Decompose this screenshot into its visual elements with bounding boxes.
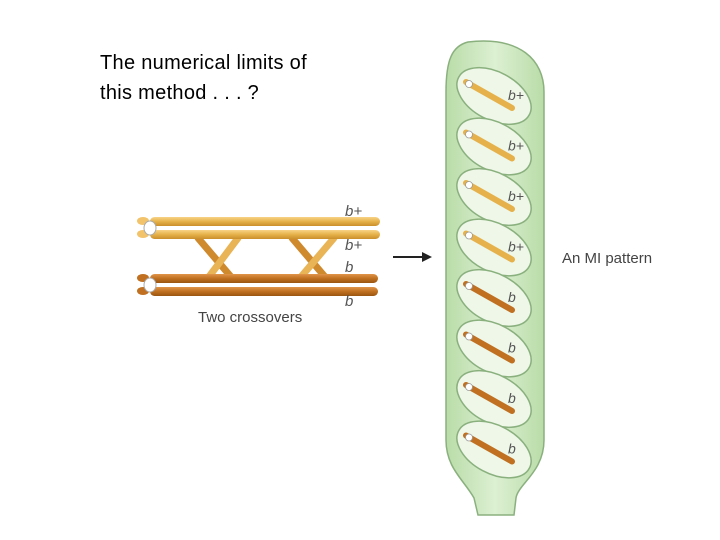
centromere-bottom bbox=[143, 277, 157, 293]
ascospore-8: b bbox=[456, 420, 532, 479]
chromatid-bottom-2 bbox=[137, 287, 378, 296]
label-b-plus-1: b+ bbox=[345, 203, 362, 220]
arrow-icon bbox=[393, 252, 432, 262]
chromatid-top-1 bbox=[137, 217, 380, 226]
ascospore-column: b+ b+ b+ b+ b b b b bbox=[456, 66, 532, 479]
heading-line-1: The numerical limits of bbox=[100, 52, 307, 74]
chromatid-bottom-1 bbox=[137, 274, 378, 283]
heading-line-2: this method . . . ? bbox=[100, 82, 260, 104]
ascospore-label: b bbox=[508, 441, 516, 457]
ascospore-2: b+ bbox=[456, 117, 532, 176]
ascospore-5: b bbox=[456, 268, 532, 328]
ascospore-4: b+ bbox=[456, 218, 532, 277]
centromere-top bbox=[143, 220, 157, 236]
slide-heading: The numerical limits of this method . . … bbox=[100, 48, 400, 108]
ascospore-label: b+ bbox=[508, 239, 524, 255]
chromatid-top-2 bbox=[137, 230, 380, 239]
ascospore-label: b+ bbox=[508, 87, 524, 103]
ascospore-label: b bbox=[508, 289, 516, 305]
label-b-2: b bbox=[345, 293, 353, 310]
ascospore-label: b+ bbox=[508, 138, 524, 154]
ascospore-6: b bbox=[456, 319, 532, 378]
ascospore-1: b+ bbox=[456, 66, 532, 126]
result-label: An MI pattern bbox=[562, 250, 652, 267]
ascospore-3: b+ bbox=[456, 167, 532, 227]
caption-two-crossovers: Two crossovers bbox=[198, 309, 302, 326]
ascospore-label: b bbox=[508, 340, 516, 356]
ascospore-7: b bbox=[456, 369, 532, 429]
label-b-plus-2: b+ bbox=[345, 237, 362, 254]
crossover-strands bbox=[194, 234, 338, 282]
ascospore-label: b bbox=[508, 390, 516, 406]
ascospore-label: b+ bbox=[508, 188, 524, 204]
label-b-1: b bbox=[345, 259, 353, 276]
